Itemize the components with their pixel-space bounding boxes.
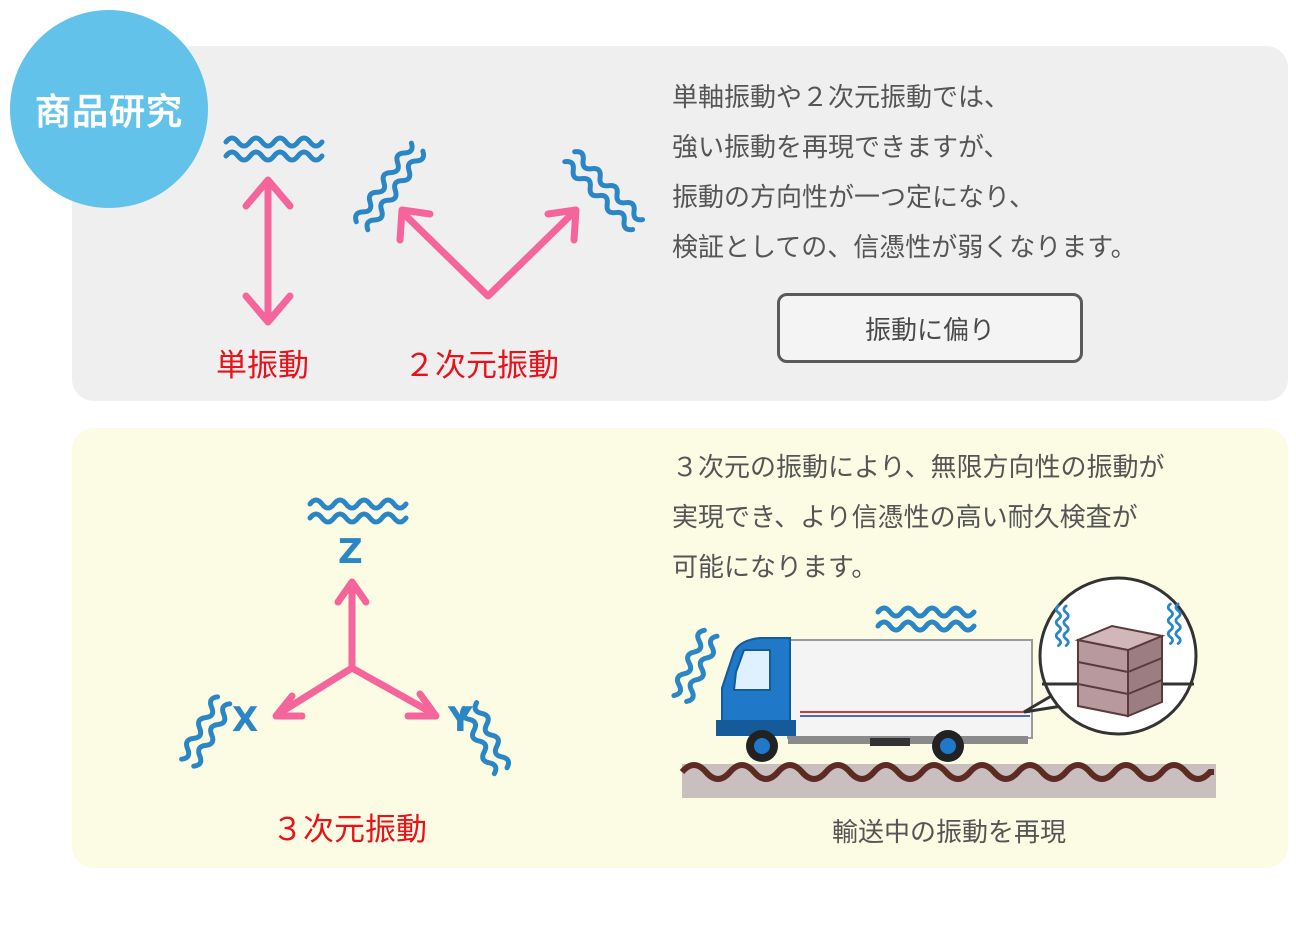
badge-text: 商品研究 <box>34 92 183 133</box>
z-wave-icon <box>310 500 406 522</box>
truck-wave-left-icon <box>670 629 720 704</box>
y-axis-label: Y <box>448 700 473 740</box>
bottom-description-line: ３次元の振動により、無限方向性の振動が <box>672 453 1165 483</box>
top-description-line: 検証としての、信憑性が弱くなります。 <box>672 233 1137 263</box>
x-axis-label: X <box>232 700 259 740</box>
2d-vibration-label: ２次元振動 <box>404 348 559 384</box>
truck-body <box>716 637 1033 762</box>
top-description: 単軸振動や２次元振動では、 強い振動を再現できますが、 振動の方向性が一つ定にな… <box>672 73 1137 273</box>
x-wave-icon <box>178 695 233 768</box>
bottom-description-line: 実現でき、より信憑性の高い耐久検査が <box>672 503 1138 533</box>
vibration-bias-result-box: 振動に偏り <box>777 293 1083 363</box>
cargo-zoom-bubble <box>1023 576 1198 736</box>
truck-scene-illustration <box>670 576 1216 798</box>
3d-axes-arrow-icon <box>272 578 440 720</box>
bottom-description-line: 可能になります。 <box>672 553 878 583</box>
2d-vibration-wave-left-icon <box>353 141 426 232</box>
v-arrow-icon <box>396 206 580 300</box>
road-icon <box>679 762 1216 798</box>
product-research-badge: 商品研究 <box>10 10 208 208</box>
vibration-bias-label: 振動に偏り <box>864 315 995 346</box>
truck-wave-top-icon <box>878 608 974 630</box>
z-axis-label: Z <box>338 532 363 572</box>
cargo-boxes-icon <box>1074 624 1166 718</box>
single-vibration-label: 単振動 <box>216 348 309 384</box>
truck-caption: 輸送中の振動を再現 <box>831 818 1066 848</box>
double-arrow-icon <box>242 176 294 326</box>
top-description-line: 強い振動を再現できますが、 <box>672 133 1010 163</box>
single-2d-vibration-panel <box>72 46 1288 401</box>
bottom-description: ３次元の振動により、無限方向性の振動が 実現でき、より信憑性の高い耐久検査が 可… <box>672 443 1164 593</box>
top-description-line: 振動の方向性が一つ定になり、 <box>672 183 1035 213</box>
3d-vibration-label: ３次元振動 <box>272 812 427 848</box>
top-description-line: 単軸振動や２次元振動では、 <box>672 83 1011 113</box>
single-vibration-wave-icon <box>226 138 322 160</box>
